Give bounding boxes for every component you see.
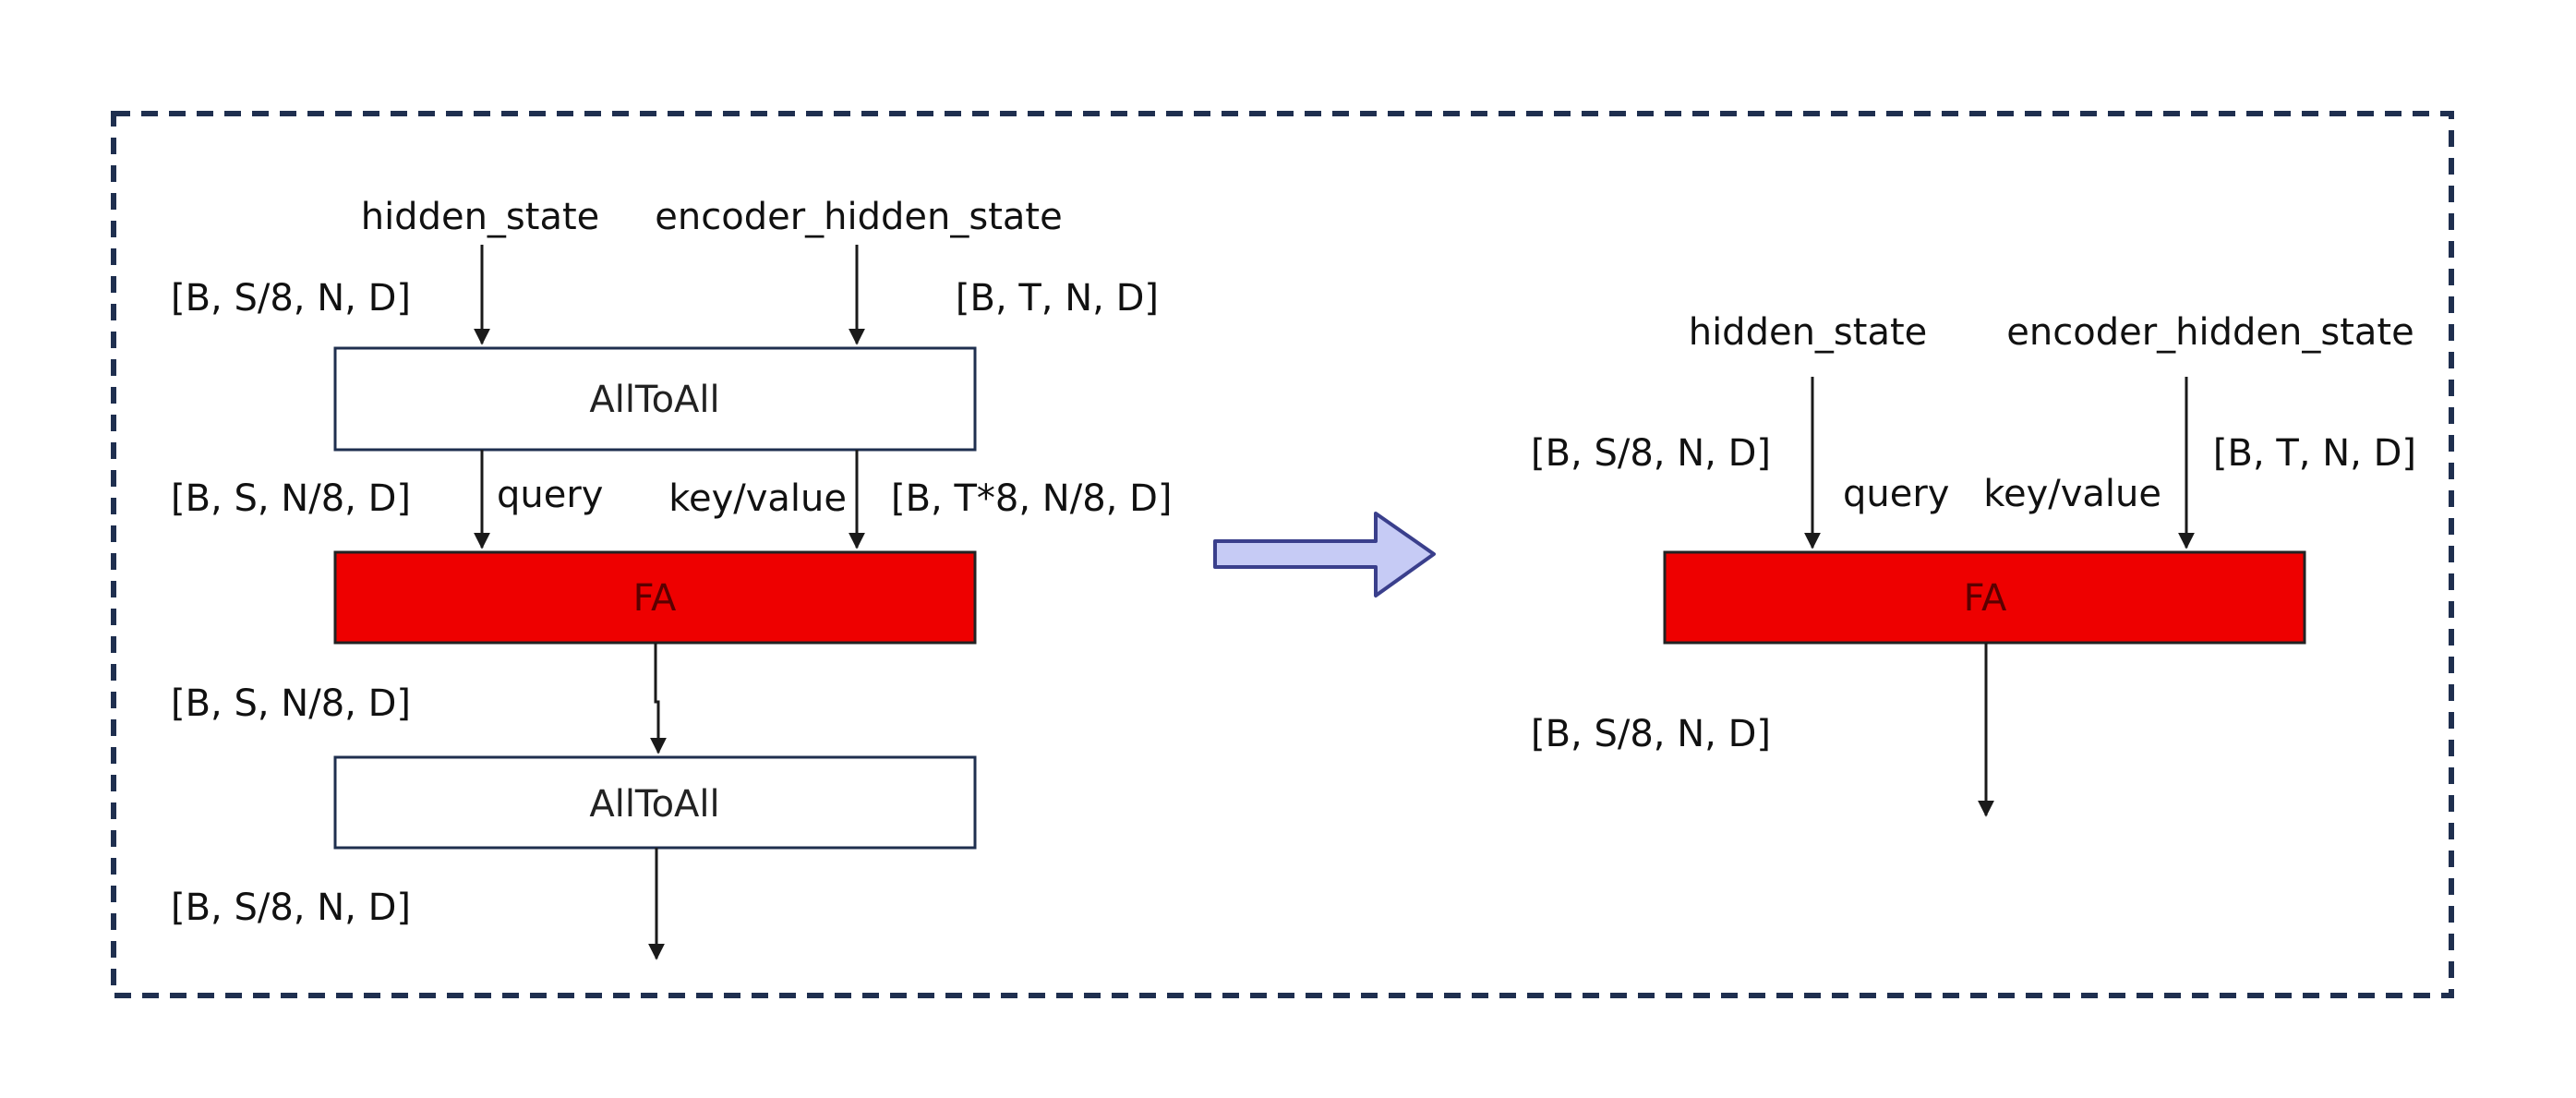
left-input-encoder-label: encoder_hidden_state — [655, 196, 1062, 238]
right-input-encoder-label: encoder_hidden_state — [2006, 311, 2413, 354]
right-arrow-icon — [1213, 512, 1436, 597]
right-input-hidden-label: hidden_state — [1689, 311, 1928, 354]
left-alltoall-top-box — [333, 346, 977, 452]
left-shape-query: [B, S, N/8, D] — [171, 477, 411, 520]
left-shape-out: [B, S/8, N, D] — [171, 887, 411, 929]
left-shape-fa-out: [B, S, N/8, D] — [171, 682, 411, 725]
left-arrow-fa-to-alltoall — [650, 643, 667, 754]
left-input-hidden-label: hidden_state — [361, 196, 600, 238]
right-shape-hidden-in: [B, S/8, N, D] — [1531, 432, 1771, 475]
right-kv-label: key/value — [1983, 473, 2161, 515]
left-shape-kv: [B, T*8, N/8, D] — [891, 477, 1172, 520]
left-alltoall-bottom-label: AllToAll — [589, 783, 719, 826]
left-shape-hidden-in: [B, S/8, N, D] — [171, 277, 411, 320]
right-diagram: hidden_state encoder_hidden_state [B, S/… — [1531, 311, 2416, 817]
left-alltoall-bottom-box — [333, 755, 977, 850]
left-query-label: query — [497, 474, 603, 516]
right-shape-encoder-in: [B, T, N, D] — [2213, 432, 2416, 475]
left-shape-encoder-in: [B, T, N, D] — [956, 277, 1159, 320]
right-query-label: query — [1843, 473, 1949, 515]
left-diagram: hidden_state encoder_hidden_state [B, S/… — [171, 196, 1172, 960]
right-fa-box — [1663, 550, 2306, 645]
right-fa-label: FA — [1964, 577, 2007, 620]
left-kv-label: key/value — [668, 477, 847, 520]
left-alltoall-top-label: AllToAll — [589, 379, 719, 421]
dashed-frame — [111, 111, 2454, 998]
left-fa-label: FA — [633, 577, 677, 620]
right-shape-out: [B, S/8, N, D] — [1531, 713, 1771, 755]
